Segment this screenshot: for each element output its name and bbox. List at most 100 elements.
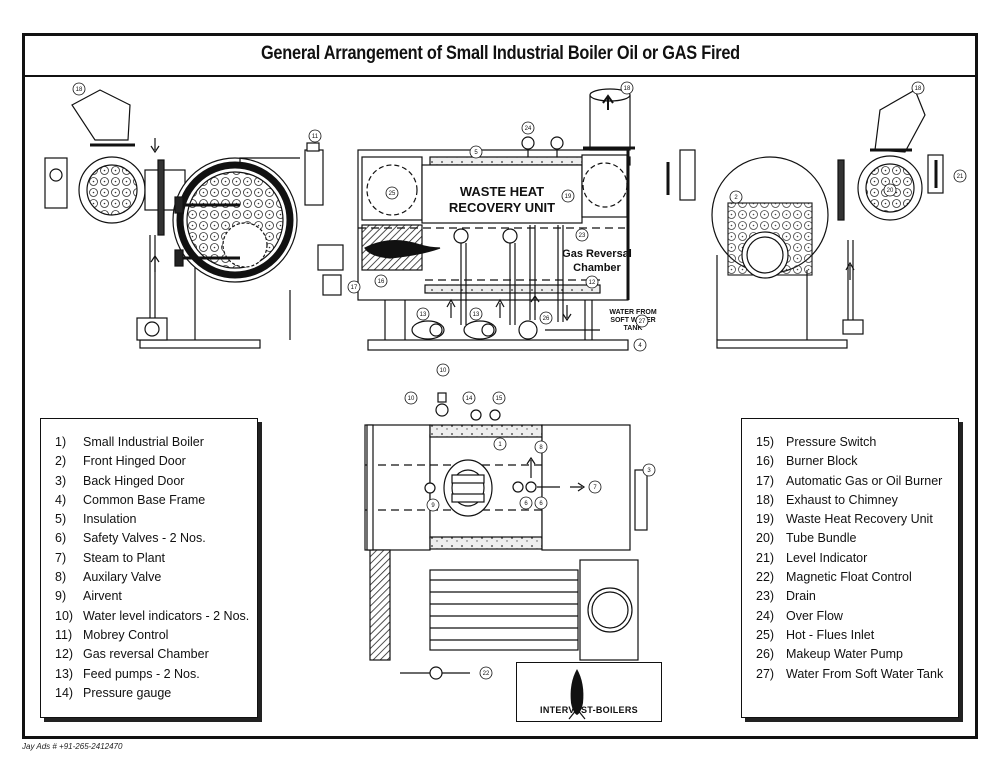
legend-label: Steam to Plant <box>83 550 165 565</box>
callout-number: 10 <box>440 368 447 374</box>
legend-item: 18)Exhaust to Chimney <box>756 491 958 510</box>
callout-number: 4 <box>638 343 642 349</box>
legend-number: 27) <box>756 666 775 681</box>
legend-item: 5)Insulation <box>55 510 257 529</box>
legend-item: 24)Over Flow <box>756 607 958 626</box>
callout-circle <box>404 391 418 405</box>
callout-number: 18 <box>624 86 631 92</box>
legend-label: Safety Valves - 2 Nos. <box>83 531 206 546</box>
callout-circle <box>462 391 476 405</box>
callout-number: 1 <box>498 442 502 448</box>
legend-item: 1)Small Industrial Boiler <box>55 433 257 452</box>
legend-number: 20) <box>756 531 775 546</box>
callout-number: 24 <box>525 126 532 132</box>
legend-number: 8) <box>55 570 67 585</box>
legend-number: 6) <box>55 531 67 546</box>
legend-label: Over Flow <box>786 608 843 623</box>
callout-circle <box>521 121 535 135</box>
callout-circle <box>642 463 656 477</box>
callout-number: 27 <box>639 319 646 325</box>
callout-circle <box>635 314 649 328</box>
legend-number: 25) <box>756 627 775 642</box>
callout-circle <box>385 186 399 200</box>
callout-circle <box>374 274 388 288</box>
callout-number: 11 <box>312 134 319 140</box>
legend-number: 15) <box>756 435 775 449</box>
legend-item: 11)Mobrey Control <box>55 626 257 645</box>
legend-number: 2) <box>55 454 67 469</box>
callout-circle <box>534 496 548 510</box>
legend-number: 3) <box>55 473 67 488</box>
legend-item: 25) Hot - Flues Inlet <box>756 626 958 645</box>
legend-number: 5) <box>55 512 67 527</box>
legend-label: Small Industrial Boiler <box>83 435 204 449</box>
legend-label: Back Hinged Door <box>83 473 185 488</box>
legend-number: 21) <box>756 550 775 565</box>
callout-circle <box>426 498 440 512</box>
callout-number: 6 <box>524 501 528 507</box>
title-bar: General Arrangement of Small Industrial … <box>22 33 978 77</box>
legend-item: 20)Tube Bundle <box>756 529 958 548</box>
legend-label: Hot - Flues Inlet <box>786 627 875 642</box>
callout-number: 14 <box>466 396 473 402</box>
legend-number: 18) <box>756 492 775 507</box>
waste-heat-label-1: WASTE HEAT <box>460 184 544 199</box>
callout-number: 18 <box>915 86 922 92</box>
drawing-frame <box>22 33 978 739</box>
legend-number: 26) <box>756 647 775 662</box>
callout-circle <box>436 363 450 377</box>
footer-credit: Jay Ads # +91-265-2412470 <box>22 742 123 751</box>
legend-item: 10)Water level indicators - 2 Nos. <box>55 607 257 626</box>
legend-item: 12) Gas reversal Chamber <box>55 645 257 664</box>
legend-left: 1)Small Industrial Boiler 2) Front Hinged … <box>40 418 258 718</box>
legend-number: 9) <box>55 589 67 604</box>
callout-circle <box>539 311 553 325</box>
legend-item: 19)Waste Heat Recovery Unit <box>756 510 958 529</box>
legend-item: 26) Makeup Water Pump <box>756 645 958 664</box>
legend-number: 17) <box>756 473 775 488</box>
callout-number: 6 <box>539 501 543 507</box>
bottom-top-view <box>364 392 648 680</box>
legend-label: Front Hinged Door <box>83 454 186 469</box>
legend-item: 6) Safety Valves - 2 Nos. <box>55 529 257 548</box>
legend-item: 14)Pressure gauge <box>55 684 257 703</box>
legend-number: 14) <box>55 685 74 700</box>
callout-number: 26 <box>543 316 550 322</box>
legend-label: Pressure Switch <box>786 435 877 449</box>
callout-circle <box>953 169 967 183</box>
legend-number: 23) <box>756 589 775 604</box>
legend-number: 12) <box>55 647 74 662</box>
intervest-logo: INTERVEST-BOILERS <box>516 662 662 722</box>
callout-number: 16 <box>378 279 385 285</box>
legend-label: Makeup Water Pump <box>786 647 903 662</box>
callout-number: 13 <box>420 312 427 318</box>
callout-number: 25 <box>389 191 396 197</box>
callout-number: 9 <box>431 503 435 509</box>
legend-item: 13)Feed pumps - 2 Nos. <box>55 665 257 684</box>
logo-text: INTERVEST-BOILERS <box>540 705 638 715</box>
callout-circle <box>911 81 925 95</box>
callout-circle <box>416 307 430 321</box>
legend-label: Magnetic Float Control <box>786 570 912 585</box>
legend-item: 2) Front Hinged Door <box>55 452 257 471</box>
legend-label: Gas reversal Chamber <box>83 647 209 662</box>
callout-circle <box>347 280 361 294</box>
legend-label: Drain <box>786 589 816 604</box>
callout-circle <box>729 190 743 204</box>
callout-number: 21 <box>957 174 964 180</box>
legend-label: Auxilary Valve <box>83 570 162 585</box>
legend-item: 9)Airvent <box>55 587 257 606</box>
callout-number: 7 <box>593 485 597 491</box>
left-view <box>44 89 324 349</box>
callout-number: 13 <box>473 312 480 318</box>
center-side-view <box>317 88 635 351</box>
callout-circle <box>575 228 589 242</box>
page-title: General Arrangement of Small Industrial … <box>260 43 740 64</box>
callout-circle <box>493 437 507 451</box>
legend-item: 4)Common Base Frame <box>55 491 257 510</box>
legend-number: 7) <box>55 550 67 565</box>
callout-circle <box>534 440 548 454</box>
callout-circle <box>72 82 86 96</box>
callout-number: 22 <box>483 671 490 677</box>
legend-label: Water level indicators - 2 Nos. <box>83 608 250 623</box>
